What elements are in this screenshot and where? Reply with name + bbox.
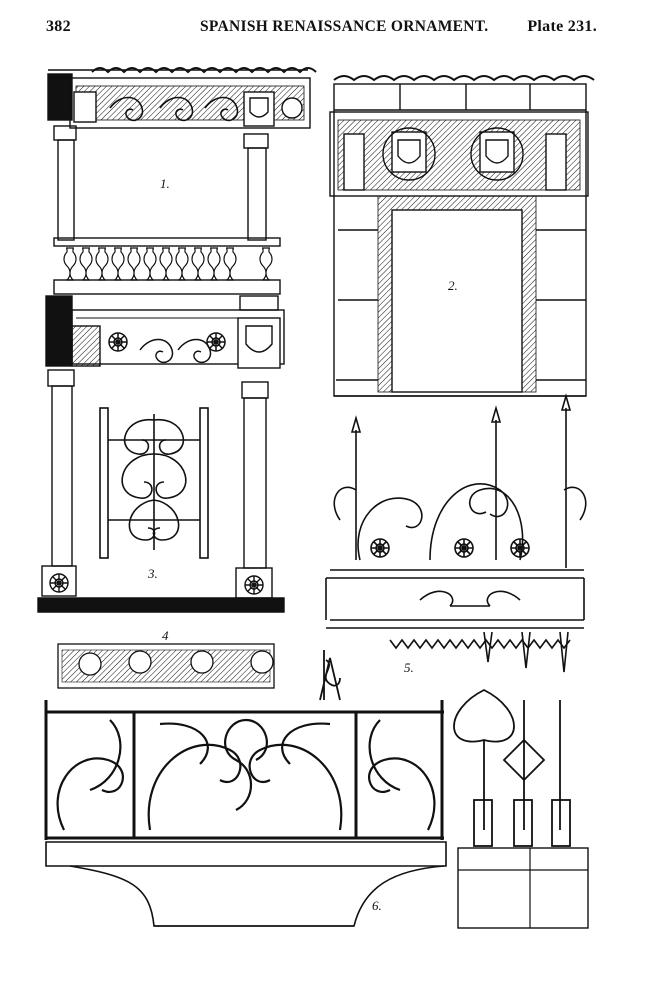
iron-finials — [453, 688, 589, 929]
page-number: 382 — [46, 18, 71, 35]
figure-label-6: 6. — [372, 898, 382, 913]
figure-label-5: 5. — [404, 660, 414, 675]
figure-label-3: 3. — [148, 566, 158, 581]
figure-1-balcony-facade — [37, 67, 317, 613]
figure-label-1: 1. — [160, 176, 170, 191]
figure-label-2: 2. — [448, 278, 458, 293]
page-title: SPANISH RENAISSANCE ORNAMENT. — [200, 18, 489, 35]
figure-4-frieze — [57, 643, 275, 689]
figure-2-doorway — [329, 75, 595, 397]
figure-3-window-grille — [99, 407, 209, 559]
figure-6-iron-balcony — [44, 700, 447, 927]
figure-label-4: 4 — [162, 628, 169, 643]
monogram — [319, 650, 341, 701]
plate-label: Plate 231. — [527, 18, 597, 35]
figure-5-iron-cresting — [325, 393, 587, 673]
